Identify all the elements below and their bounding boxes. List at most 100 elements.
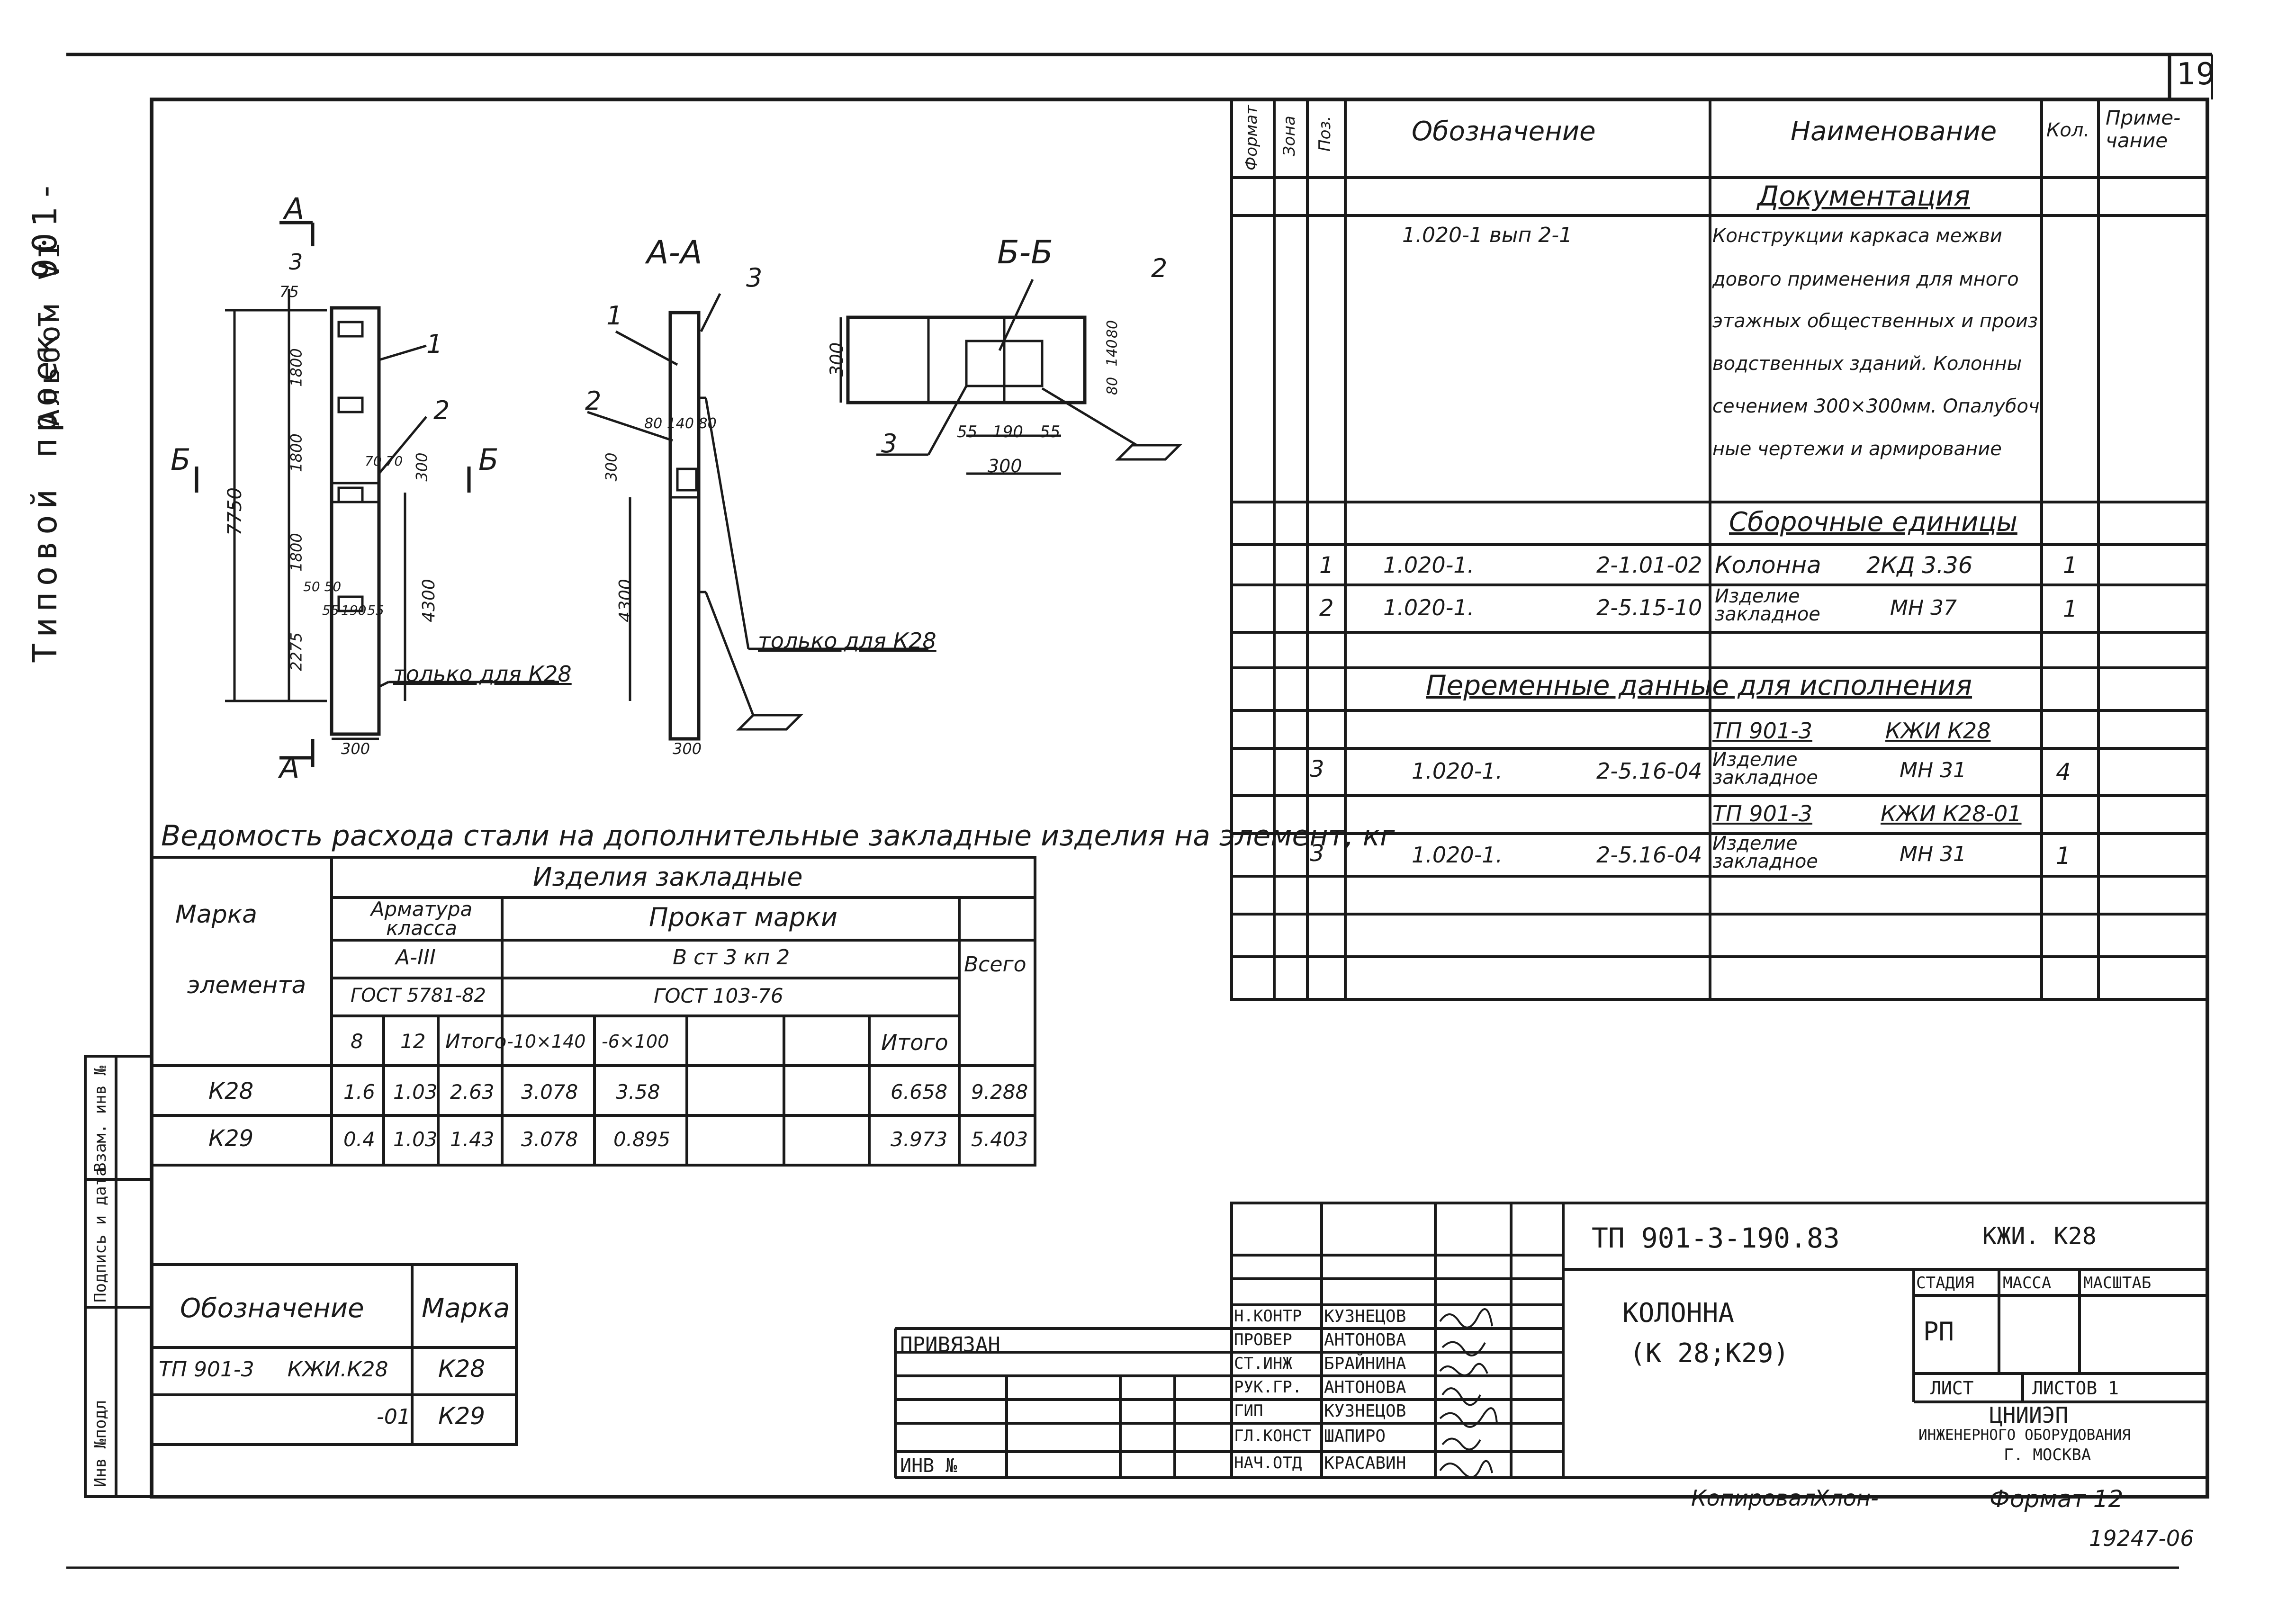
tb-role-5: ГИП bbox=[1234, 1401, 1263, 1420]
var-1-qty: 4 bbox=[2056, 758, 2071, 786]
marks-h-mark: Марка bbox=[422, 1293, 510, 1324]
var-1-title-b: КЖИ К28 bbox=[1885, 718, 1991, 744]
marks-row-2-des: -01 bbox=[377, 1405, 411, 1429]
steel-row-k29-v1: 1.03 bbox=[393, 1128, 438, 1151]
var-1-des-b: 2-5.16-04 bbox=[1596, 758, 1702, 784]
tb-object-2: (К 28;К29) bbox=[1630, 1338, 1790, 1369]
callout-bb-2: 2 bbox=[1151, 253, 1168, 283]
steel-col-10x140: -10×140 bbox=[507, 1031, 586, 1052]
unit-2-name: Изделие закладное bbox=[1715, 585, 1820, 625]
steel-col-12: 12 bbox=[400, 1030, 426, 1053]
sheet-number: 19 bbox=[2177, 57, 2215, 92]
dim-55-c: 55 bbox=[322, 602, 339, 618]
tb-scale-header: МАСШТАБ bbox=[2083, 1274, 2152, 1293]
marks-row-1-mark: К28 bbox=[438, 1355, 486, 1383]
view-b-left-label: Б bbox=[171, 442, 191, 477]
var-2-des-a: 1.020-1. bbox=[1412, 842, 1503, 868]
signature-5 bbox=[1439, 1407, 1498, 1428]
view-a-top-label: А bbox=[284, 191, 305, 226]
steel-h-rebar: Арматура класса bbox=[370, 898, 473, 940]
var-1-title-a: ТП 901-3 bbox=[1712, 718, 1812, 744]
only-k28-note-1: только для К28 bbox=[393, 661, 572, 687]
dim-50-50: 50 50 bbox=[303, 579, 342, 594]
unit-2-qty: 1 bbox=[2063, 596, 2078, 622]
var-2-mark: МН 31 bbox=[1900, 842, 1967, 866]
copied-signature: Хлон- bbox=[1814, 1485, 1879, 1511]
steel-h-rebar-gost: ГОСТ 5781-82 bbox=[351, 985, 486, 1006]
tb-name-1: КУЗНЕЦОВ bbox=[1324, 1307, 1406, 1326]
marks-row-1-des: ТП 901-3 КЖИ.К28 bbox=[159, 1357, 388, 1382]
callout-bb-3: 3 bbox=[881, 429, 898, 458]
dim-70-70: 70 70 bbox=[365, 453, 403, 469]
marks-row-2-mark: К29 bbox=[438, 1402, 486, 1430]
steel-row-k28-total: 9.288 bbox=[971, 1080, 1028, 1104]
tb-role-2: ПРОВЕР bbox=[1234, 1330, 1292, 1349]
view-a-bottom-label: А bbox=[279, 750, 300, 785]
var-2-pos: 3 bbox=[1310, 840, 1324, 867]
steel-row-k28-v4: 3.58 bbox=[616, 1080, 660, 1104]
steel-row-k28-v0: 1.6 bbox=[343, 1080, 375, 1104]
section-bb-column bbox=[846, 315, 1087, 404]
spec-header-qty: Кол. bbox=[2046, 119, 2090, 141]
steel-row-k28-mark: К28 bbox=[208, 1078, 254, 1104]
steel-row-k28-v1: 1.03 bbox=[393, 1080, 438, 1104]
steel-col-subtotal: Итого bbox=[445, 1030, 507, 1053]
unit-1-name: Колонна bbox=[1715, 551, 1821, 579]
steel-h-rolled-gost: ГОСТ 103-76 bbox=[654, 984, 783, 1007]
var-1-mark: МН 31 bbox=[1900, 758, 1967, 782]
steel-row-k28-v7: 6.658 bbox=[891, 1080, 948, 1104]
spec-doc-ref: 1.020-1 вып 2-1 bbox=[1402, 223, 1573, 247]
dim-190: 190 bbox=[992, 422, 1023, 441]
section-aa-title: А-А bbox=[647, 234, 702, 271]
dim-75: 75 bbox=[279, 283, 299, 301]
tb-org-2: ИНЖЕНЕРНОГО ОБОРУДОВАНИЯ bbox=[1918, 1427, 2131, 1444]
signature-1 bbox=[1439, 1308, 1493, 1329]
signature-2 bbox=[1441, 1341, 1486, 1356]
column-elevation bbox=[330, 306, 381, 736]
marks-h-des: Обозначение bbox=[180, 1293, 364, 1324]
spec-doc-line-4: водственных зданий. Колонны bbox=[1712, 353, 2022, 375]
spec-doc-line-6: ные чертежи и армирование bbox=[1712, 438, 2002, 460]
var-2-des-b: 2-5.16-04 bbox=[1596, 842, 1702, 868]
unit-2-des-b: 2-5.15-10 bbox=[1596, 595, 1702, 620]
callout-3: 3 bbox=[289, 249, 303, 275]
var-2-title-a: ТП 901-3 bbox=[1712, 801, 1812, 826]
unit-1-des-a: 1.020-1. bbox=[1383, 552, 1475, 578]
callout-2: 2 bbox=[433, 395, 450, 425]
spec-doc-line-2: дового применения для много bbox=[1712, 269, 2019, 290]
steel-row-k29-v4: 0.895 bbox=[613, 1128, 671, 1151]
dim-80-140-80: 80 140 80 bbox=[644, 415, 717, 432]
tb-name-2: АНТОНОВА bbox=[1324, 1330, 1406, 1350]
unit-1-mark: 2КД 3.36 bbox=[1866, 552, 1973, 579]
steel-h-rolled: Прокат марки bbox=[649, 902, 838, 932]
spec-section-units: Сборочные единицы bbox=[1729, 507, 2017, 538]
steel-row-k29-v7: 3.973 bbox=[891, 1128, 948, 1151]
steel-h-total: Всего bbox=[964, 952, 1026, 977]
spec-header-name: Наименование bbox=[1791, 116, 1997, 147]
spec-header-designation: Обозначение bbox=[1412, 116, 1596, 147]
var-2-qty: 1 bbox=[2056, 842, 2071, 870]
dim-300-a: 300 bbox=[341, 740, 370, 758]
var-2-name: Изделие закладное bbox=[1712, 833, 1818, 872]
spec-section-docs: Документация bbox=[1757, 180, 1970, 212]
dim-55-a: 55 bbox=[957, 422, 978, 441]
tb-stage-header: СТАДИЯ bbox=[1916, 1274, 1974, 1293]
steel-h-rebar-class: А-III bbox=[396, 945, 436, 970]
dim-55-b: 55 bbox=[1040, 422, 1061, 441]
spec-doc-line-1: Конструкции каркаса межви bbox=[1712, 225, 2002, 247]
steel-col-6x100: -6×100 bbox=[602, 1031, 669, 1052]
format-label: Формат 12 bbox=[1990, 1485, 2124, 1513]
steel-row-k29-v2: 1.43 bbox=[450, 1128, 495, 1151]
unit-2-mark: МН 37 bbox=[1890, 596, 1957, 620]
var-1-des-a: 1.020-1. bbox=[1412, 758, 1503, 784]
tb-privyazan: ПРИВЯЗАН bbox=[900, 1333, 1000, 1357]
tb-name-5: КУЗНЕЦОВ bbox=[1324, 1401, 1406, 1421]
tb-role-1: Н.КОНТР bbox=[1234, 1307, 1302, 1326]
unit-1-qty: 1 bbox=[2063, 552, 2078, 579]
tb-sheet-header: ЛИСТ bbox=[1930, 1378, 1974, 1399]
